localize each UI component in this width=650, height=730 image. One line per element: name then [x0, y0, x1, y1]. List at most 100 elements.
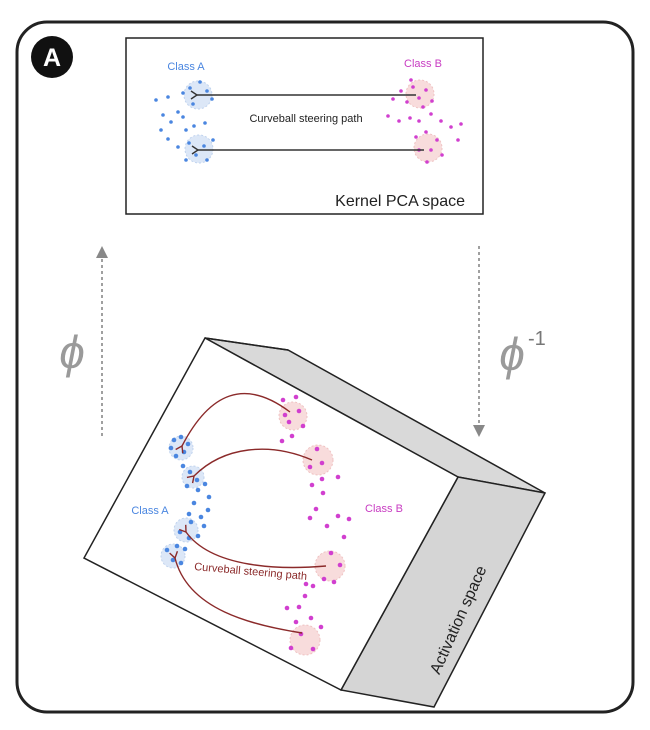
act-class-b-point	[319, 460, 325, 466]
act-class-a-label: Class A	[131, 505, 169, 517]
kpca-class-b-point	[440, 153, 444, 157]
kpca-class-a-point	[154, 98, 158, 102]
act-class-a-point	[185, 441, 191, 447]
act-class-b-halo-3	[314, 550, 346, 582]
kpca-class-a-point	[184, 158, 188, 162]
panel-badge-label: A	[43, 44, 61, 72]
act-class-a-point	[180, 463, 186, 469]
act-class-b-halo-4	[289, 624, 321, 656]
act-steering-curve-4	[169, 550, 303, 634]
act-class-b-point	[279, 438, 285, 444]
kpca-class-a-point	[191, 102, 195, 106]
act-class-b-point	[284, 605, 290, 611]
act-class-b-point	[300, 423, 306, 429]
kpca-class-a-point	[187, 141, 191, 145]
kpca-class-a-point	[198, 80, 202, 84]
act-class-a-point	[186, 511, 192, 517]
kpca-class-a-point	[202, 144, 206, 148]
act-steering-curve-1	[175, 392, 291, 454]
kpca-class-b-point	[449, 125, 453, 129]
act-class-b-point	[331, 579, 337, 585]
kpca-class-b-point	[430, 99, 434, 103]
act-steering-curve-2	[186, 448, 313, 484]
kpca-class-b-point	[386, 114, 390, 118]
act-class-a-halo-3	[173, 517, 199, 543]
act-class-b-point	[288, 645, 294, 651]
act-class-a-points	[164, 434, 212, 566]
act-class-b-point	[308, 615, 314, 621]
act-class-a-point	[201, 523, 207, 529]
act-class-b-point	[313, 506, 319, 512]
act-class-a-point	[205, 507, 211, 513]
kpca-class-a-point	[205, 158, 209, 162]
act-class-b-point	[318, 624, 324, 630]
kpca-space-box	[125, 37, 484, 215]
activation-space: Class A Class B Curveball steering path …	[82, 336, 547, 708]
phi-map: ϕ	[59, 246, 108, 436]
act-class-b-point	[289, 433, 295, 439]
act-class-a-point	[182, 546, 188, 552]
act-class-b-point	[341, 534, 347, 540]
phi-inverse-down-arrowhead	[473, 425, 485, 437]
act-class-b-point	[328, 550, 334, 556]
kpca-class-b-point	[429, 112, 433, 116]
act-class-a-point	[178, 560, 184, 566]
kpca-class-a-point	[211, 138, 215, 142]
kpca-class-b-point	[459, 122, 463, 126]
act-class-a-point	[195, 487, 201, 493]
kpca-class-a-point	[176, 145, 180, 149]
act-class-b-point	[303, 581, 309, 587]
act-class-b-point	[319, 476, 325, 482]
phi-symbol: ϕ	[59, 326, 85, 378]
act-class-b-point	[307, 515, 313, 521]
kpca-space: Class A Class B Curveball steering path …	[125, 37, 484, 215]
kpca-class-b-point	[425, 160, 429, 164]
act-class-b-point	[309, 482, 315, 488]
act-class-a-point	[188, 519, 194, 525]
kpca-class-a-point	[203, 121, 207, 125]
activation-box-front-face	[82, 336, 460, 692]
kpca-class-b-point	[435, 138, 439, 142]
act-class-a-point	[187, 469, 193, 475]
act-class-a-point	[173, 453, 179, 459]
kpca-class-a-point	[176, 110, 180, 114]
kpca-class-a-point	[210, 97, 214, 101]
kpca-class-b-halo-bottom	[413, 133, 443, 163]
act-class-a-point	[198, 514, 204, 520]
kpca-class-b-point	[424, 130, 428, 134]
kpca-class-a-point	[188, 86, 192, 90]
kpca-class-a-halo-bottom	[184, 134, 214, 164]
phi-inverse-superscript: -1	[528, 328, 546, 350]
kpca-class-b-point	[409, 78, 413, 82]
kpca-class-b-point	[439, 119, 443, 123]
act-class-a-point	[202, 481, 208, 487]
kpca-class-b-point	[424, 88, 428, 92]
kpca-class-b-point	[399, 89, 403, 93]
act-class-a-point	[164, 547, 170, 553]
phi-up-arrowhead	[96, 246, 108, 258]
act-class-b-point	[337, 562, 343, 568]
act-class-b-point	[321, 576, 327, 582]
act-class-b-point	[335, 474, 341, 480]
act-class-a-point	[191, 500, 197, 506]
phi-inverse-symbol: ϕ	[499, 328, 525, 380]
kpca-class-b-point	[405, 100, 409, 104]
kpca-class-a-point	[184, 128, 188, 132]
kpca-class-b-halo-top	[405, 79, 435, 109]
act-class-a-point	[178, 434, 184, 440]
act-class-b-point	[296, 604, 302, 610]
act-class-b-point	[310, 646, 316, 652]
act-class-a-point	[195, 533, 201, 539]
act-class-a-point	[177, 529, 183, 535]
kpca-class-b-point	[417, 96, 421, 100]
kpca-class-a-point	[181, 91, 185, 95]
kpca-class-a-point	[166, 95, 170, 99]
kpca-class-b-point	[456, 138, 460, 142]
act-class-b-point	[296, 408, 302, 414]
act-class-a-point	[168, 445, 174, 451]
act-class-b-points	[279, 394, 352, 652]
kpca-class-a-point	[205, 89, 209, 93]
kpca-class-a-points	[154, 80, 215, 162]
kpca-path-label: Curveball steering path	[249, 113, 362, 125]
kpca-class-a-point	[169, 120, 173, 124]
